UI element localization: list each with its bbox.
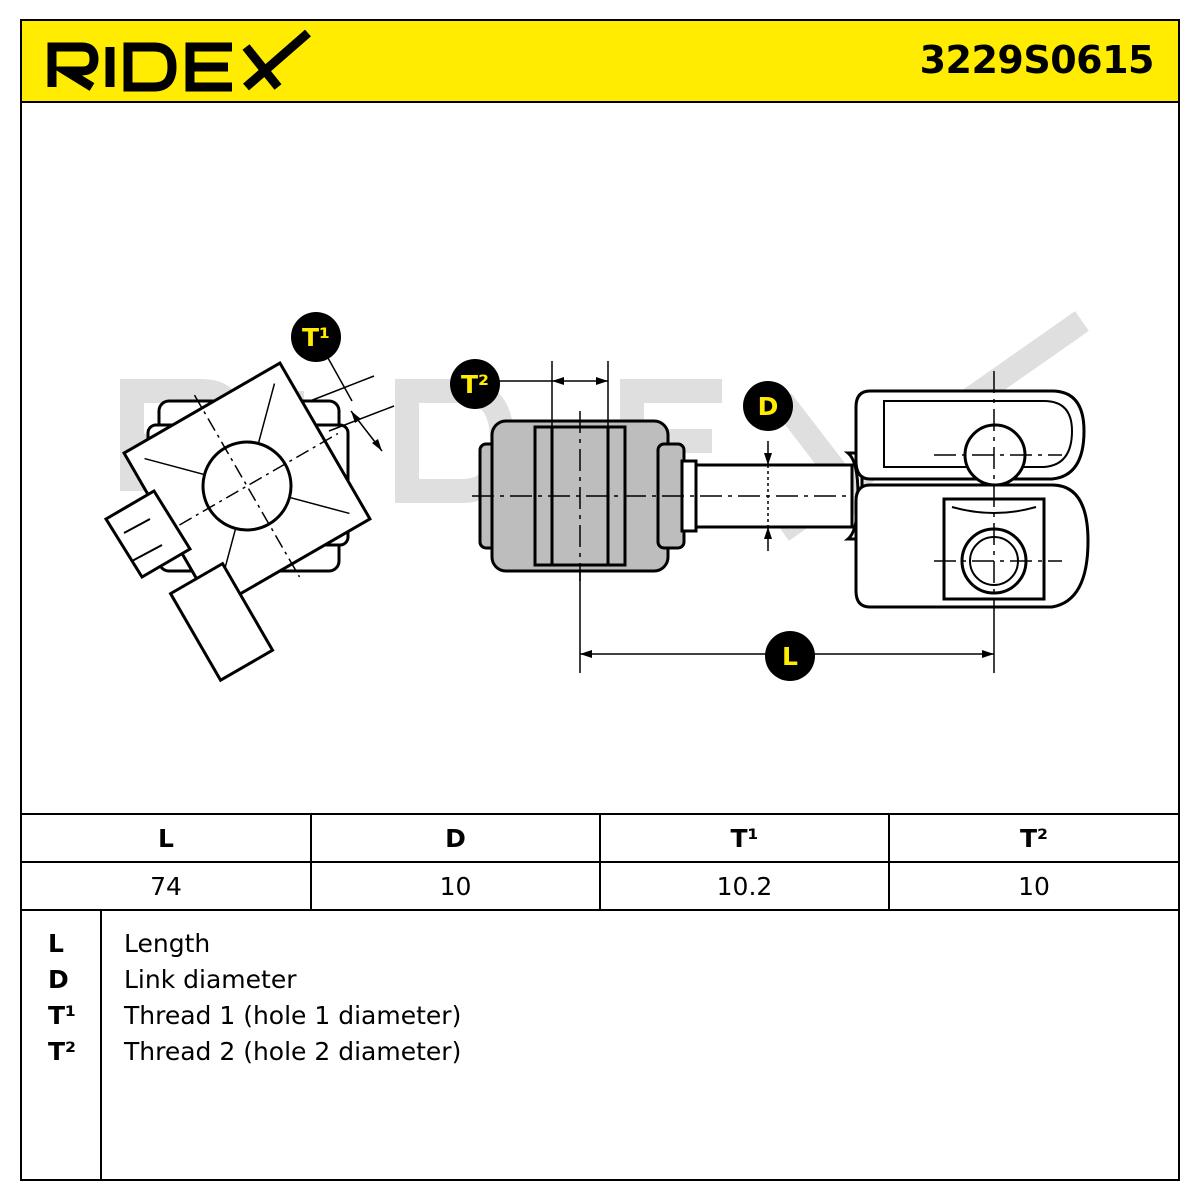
legend-key: D <box>48 965 69 994</box>
brand-logo <box>47 29 311 92</box>
legend-key: T¹ <box>48 1001 77 1030</box>
legend-item: T¹ Thread 1 (hole 1 diameter) <box>22 1001 1178 1037</box>
spec-value-t1: 10.2 <box>599 861 890 911</box>
callout-d-label: D <box>758 392 779 421</box>
dimension-arrows <box>552 377 994 658</box>
callout-l-label: L <box>782 642 798 671</box>
legend-text: Thread 1 (hole 1 diameter) <box>124 1001 462 1030</box>
spec-value-row: 74 10 10.2 10 <box>22 861 1178 911</box>
part-number: 3229S0615 <box>919 38 1155 82</box>
spec-header-t2: T² <box>888 813 1178 863</box>
spec-header-l: L <box>22 813 312 863</box>
spec-header-d: D <box>310 813 601 863</box>
callout-t2-label: T² <box>461 370 489 399</box>
center-lines <box>472 371 1062 611</box>
callout-t1-label: T¹ <box>302 323 330 352</box>
legend-item: D Link diameter <box>22 965 1178 1001</box>
header-bar: 3229S0615 <box>22 21 1178 103</box>
legend-text: Length <box>124 929 211 958</box>
legend-text: Thread 2 (hole 2 diameter) <box>124 1037 462 1066</box>
legend-text: Link diameter <box>124 965 297 994</box>
callout-t1: T¹ <box>291 312 341 362</box>
spec-header-t1: T¹ <box>599 813 890 863</box>
bushing-side-view <box>103 357 395 683</box>
spec-header-row: L D T¹ T² <box>22 813 1178 863</box>
callout-l: L <box>765 631 815 681</box>
legend-key: T² <box>48 1037 77 1066</box>
drawing-frame: 3229S0615 <box>20 19 1180 1181</box>
legend-item: L Length <box>22 929 1178 965</box>
callout-d: D <box>743 381 793 431</box>
spec-value-d: 10 <box>310 861 601 911</box>
legend: L Length D Link diameter T¹ Thread 1 (ho… <box>22 911 1178 1179</box>
legend-key: L <box>48 929 64 958</box>
callout-t2: T² <box>450 359 500 409</box>
legend-item: T² Thread 2 (hole 2 diameter) <box>22 1037 1178 1073</box>
legend-divider <box>100 911 102 1179</box>
spec-value-t2: 10 <box>888 861 1178 911</box>
spec-table: L D T¹ T² 74 10 10.2 10 <box>22 813 1178 911</box>
spec-value-l: 74 <box>22 861 312 911</box>
technical-drawing: T¹ T² D L <box>103 311 1090 683</box>
